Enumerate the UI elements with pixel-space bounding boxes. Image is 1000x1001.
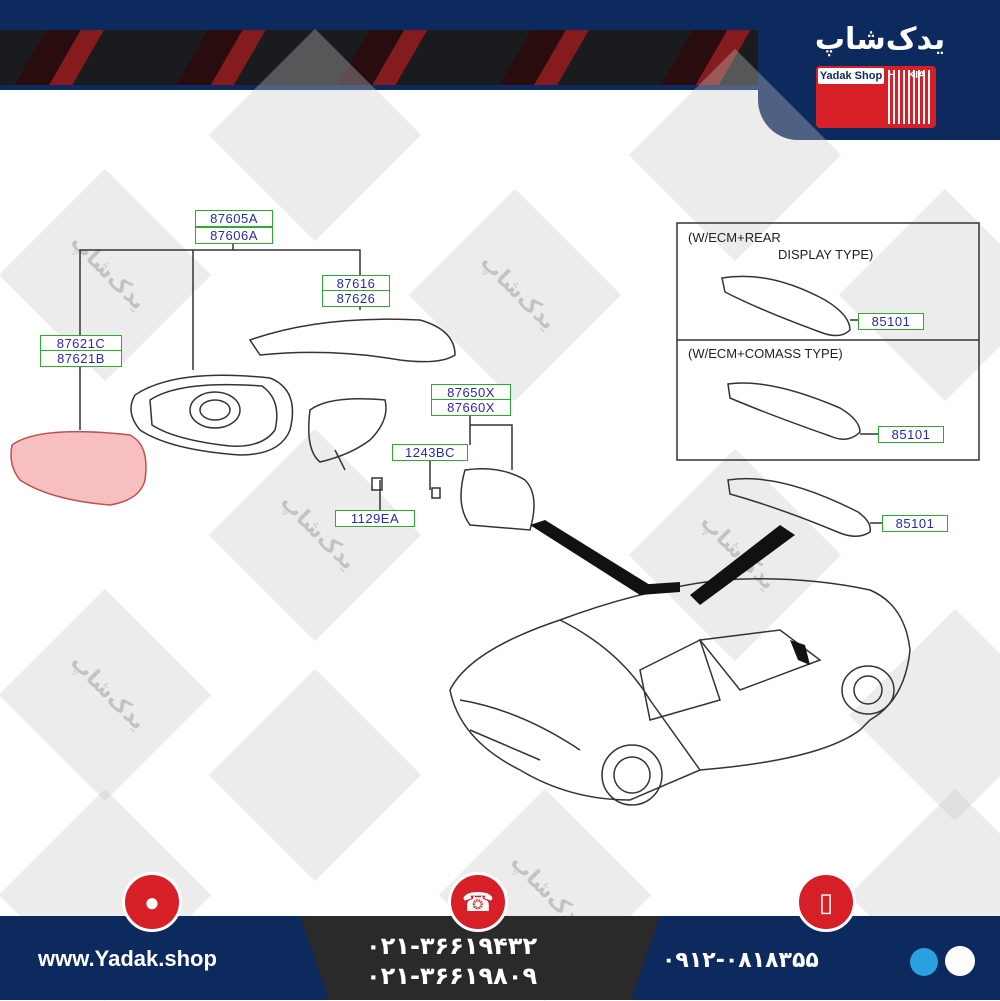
- telephone-icon: ☎: [448, 872, 508, 932]
- kia-logo-pattern: [0, 30, 760, 85]
- pointer-arrow: [690, 525, 795, 605]
- telegram-icon[interactable]: [910, 948, 938, 976]
- variant-caption-rear-display-2: DISPLAY TYPE): [778, 247, 874, 262]
- mobile-phone-icon: ▯: [796, 872, 856, 932]
- part-label-87626: 87626: [322, 290, 390, 307]
- phone-number-2[interactable]: ۰۲۱-۳۶۶۱۹۸۰۹: [366, 962, 538, 990]
- footer-bar: [0, 916, 1000, 1000]
- kia-logo-icon: KIA: [908, 70, 926, 81]
- mobile-number[interactable]: ۰۹۱۲-۰۸۱۸۳۵۵: [662, 948, 819, 973]
- phone-number-1[interactable]: ۰۲۱-۳۶۶۱۹۴۳۲: [366, 932, 538, 960]
- part-label-87605A: 87605A: [195, 210, 273, 227]
- globe-icon: ●: [122, 872, 182, 932]
- brand-stripes: [888, 70, 932, 124]
- website-link[interactable]: www.Yadak.shop: [38, 946, 217, 971]
- part-label-85101: 85101: [858, 313, 924, 330]
- variant-caption-rear-display-1: (W/ECM+REAR: [688, 230, 781, 245]
- hyundai-logo-icon: H: [888, 70, 896, 81]
- mirror-glass: [10, 430, 147, 506]
- part-label-87621B: 87621B: [40, 350, 122, 367]
- pointer-arrow: [790, 640, 810, 665]
- variant-caption-compass: (W/ECM+COMASS TYPE): [688, 346, 843, 361]
- part-label-87621C: 87621C: [40, 335, 122, 352]
- part-label-1243BC: 1243BC: [392, 444, 468, 461]
- brand-badge-text: Yadak Shop: [818, 68, 884, 84]
- whatsapp-icon[interactable]: [945, 946, 975, 976]
- part-label-87616: 87616: [322, 275, 390, 292]
- brand-name: یدک‌شاپ: [814, 22, 946, 57]
- part-label-87660X: 87660X: [431, 399, 511, 416]
- part-label-87606A: 87606A: [195, 227, 273, 244]
- leader-line: [79, 242, 234, 340]
- part-label-85101: 85101: [878, 426, 944, 443]
- part-label-1129EA: 1129EA: [335, 510, 415, 527]
- part-label-87650X: 87650X: [431, 384, 511, 401]
- part-label-85101: 85101: [882, 515, 948, 532]
- pointer-arrow: [530, 520, 650, 595]
